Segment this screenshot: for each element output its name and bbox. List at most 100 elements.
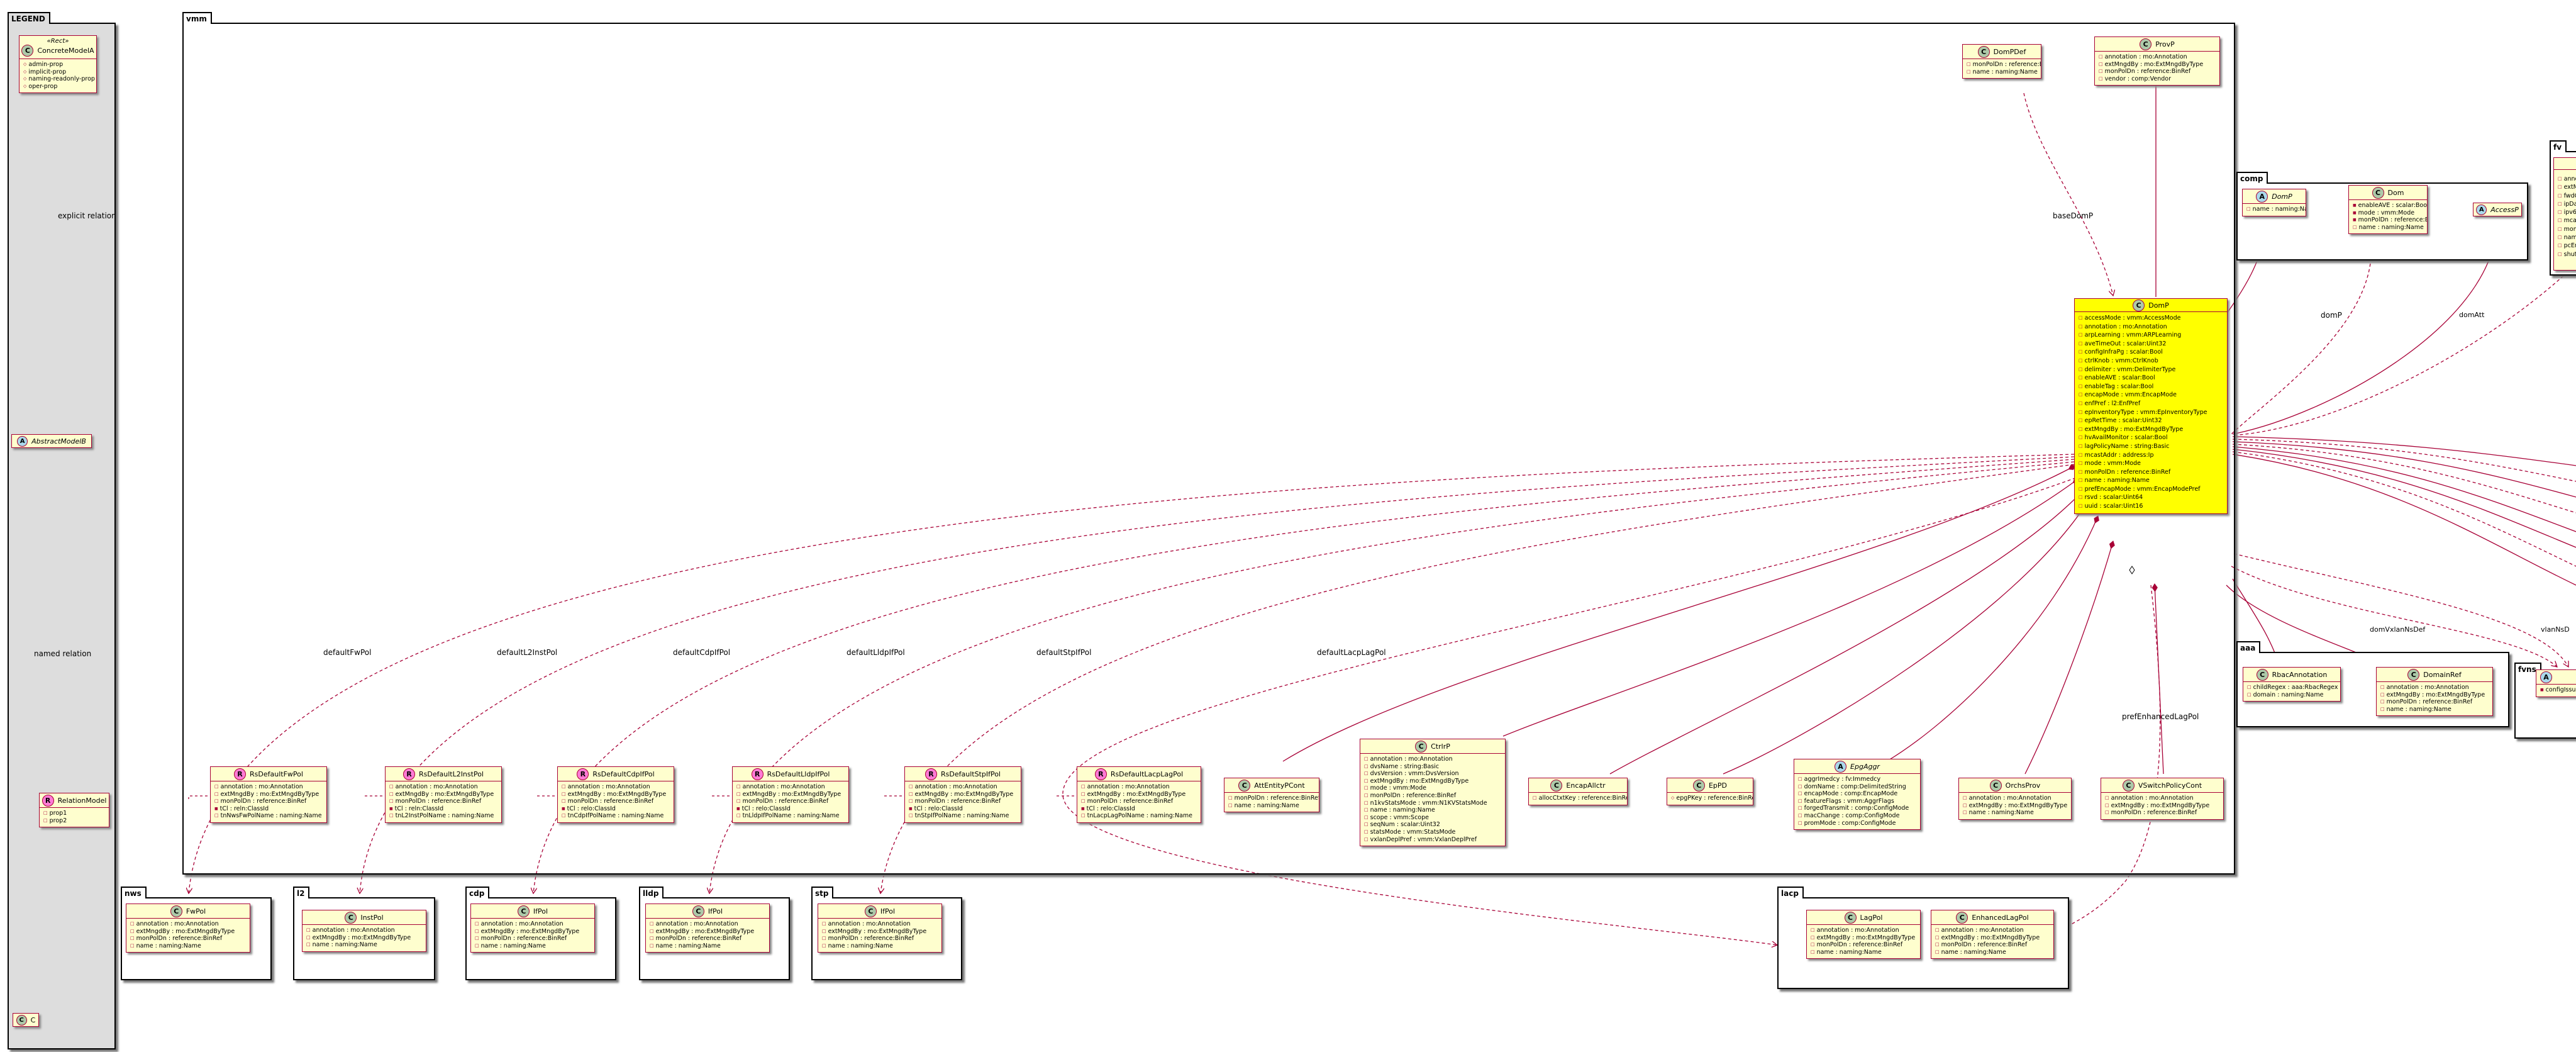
class-attributes: name : naming:Name [2243, 204, 2306, 216]
class-badge-icon: C [170, 905, 182, 917]
defaultstpifpol-label: defaultStpIfPol [1036, 648, 1092, 657]
defaultlldpifpol-label: defaultLldpIfPol [847, 648, 905, 657]
attr: name : naming:Name [2246, 206, 2306, 213]
prefenhancedlagpol-label: prefEnhancedLagPol [2122, 712, 2199, 721]
defaultfwpol-label: defaultFwPol [323, 648, 372, 657]
class-badge-icon: C [2372, 186, 2384, 199]
class-provp[interactable]: C ProvP annotation : mo:Annotation extMn… [2094, 36, 2220, 86]
class-badge-icon: C [517, 905, 530, 917]
attr: annotation : mo:Annotation [2099, 53, 2217, 61]
class-fvns-partial[interactable]: A configIssues [2536, 669, 2576, 697]
attr: monPolDn : reference:BinRef [1228, 795, 1319, 802]
attr: extMngdBy : mo:ExtMngdByType [1811, 934, 1918, 942]
class-vmm-domp[interactable]: C DomP accessMode : vmm:AccessMode annot… [2074, 298, 2228, 514]
attr: forgedTransmit : comp:ConfigMode [1798, 805, 1918, 812]
attr: seqNum : scalar:Uint32 [1364, 821, 1502, 829]
class-ctrlr-p[interactable]: C CtrlrP annotation : mo:Annotation dvsN… [1360, 739, 1506, 847]
class-name: DomP [2148, 301, 2169, 310]
attr: statsMode : vmm:StatsMode [1364, 829, 1502, 836]
class-cdp-if-pol[interactable]: C IfPol annotation : mo:Annotation extMn… [470, 904, 595, 953]
class-relation-model[interactable]: R RelationModel prop1 prop2 [39, 793, 109, 828]
class-name: EncapAllctr [1566, 781, 1606, 790]
class-orchs-prov[interactable]: C OrchsProv annotation : mo:Annotation e… [1958, 778, 2072, 820]
class-attributes: annotation : mo:Annotation extMngdBy : m… [2377, 682, 2492, 715]
class-name: LagPol [1860, 913, 1883, 922]
vmm-package-title: vmm [182, 12, 212, 24]
attr: annotation : mo:Annotation [475, 920, 592, 928]
class-attributes: epgPKey : reference:BinRef [1667, 793, 1753, 805]
vlannsdef-line [2233, 553, 2568, 667]
attr: tCl : reln:ClassId [389, 805, 499, 813]
attr: name : naming:Name [2380, 706, 2490, 713]
attr: monPolDn : reference:BinRef [130, 935, 247, 943]
attr: monPolDn : reference:BinRef [475, 935, 592, 943]
attr: tCl : relo:ClassId [909, 805, 1018, 813]
fvns-package-title: fvns [2514, 663, 2541, 674]
class-badge-icon: C [1844, 911, 1857, 924]
class-dompdef[interactable]: C DomPDef monPolDn : reference:BinRef na… [1962, 44, 2041, 79]
class-abstract-model-b[interactable]: A AbstractModelB [11, 434, 92, 448]
class-rs-default-fw-pol[interactable]: R RsDefaultFwPol annotation : mo:Annotat… [210, 766, 327, 823]
attr: extMngdBy : mo:ExtMngdByType [1364, 778, 1502, 785]
class-rbac-annotation[interactable]: C RbacAnnotation childRegex : aaa:RbacRe… [2243, 667, 2341, 702]
class-enhanced-lag-pol[interactable]: C EnhancedLagPol annotation : mo:Annotat… [1931, 910, 2054, 960]
class-badge-icon: C [1692, 779, 1705, 792]
class-name: VSwitchPolicyCont [2138, 781, 2202, 790]
class-accessp[interactable]: A AccessP [2473, 203, 2522, 216]
class-encap-allctr[interactable]: C EncapAllctr allocCtxtKey : reference:B… [1528, 778, 1628, 805]
named-relation-label: named relation [34, 649, 92, 658]
lldp-package-title: lldp [639, 887, 664, 898]
class-epg-aggr[interactable]: A EpgAggr aggrImedcy : fv:Immedcy domNam… [1794, 759, 1921, 831]
attr: extMngdBy : mo:ExtMngdByType [214, 791, 324, 798]
class-comp-dom[interactable]: C Dom enableAVE : scalar:Bool mode : vmm… [2348, 185, 2428, 235]
class-att-entity-p-cont[interactable]: C AttEntityPCont monPolDn : reference:Bi… [1224, 778, 1319, 813]
class-stp-if-pol[interactable]: C IfPol annotation : mo:Annotation extMn… [818, 904, 942, 953]
class-concrete-model-a[interactable]: «Rect» C ConcreteModelA admin-prop impli… [19, 35, 97, 94]
class-ep-pd[interactable]: C EpPD epgPKey : reference:BinRef [1667, 778, 1753, 805]
class-domain-ref[interactable]: C DomainRef annotation : mo:Annotation e… [2376, 667, 2493, 717]
class-name: DomPDef [1993, 47, 2026, 56]
class-name: EnhancedLagPol [1972, 913, 2029, 922]
class-name: ConcreteModelA [37, 47, 94, 55]
attr: monPolDn : reference:BinRef [2353, 216, 2427, 224]
class-badge-icon: C [2140, 38, 2152, 50]
attr: monPolDn : reference:BinRef [822, 935, 939, 943]
class-rs-default-lacp-lag-pol[interactable]: R RsDefaultLacpLagPol annotation : mo:An… [1077, 766, 1201, 823]
class-attributes: prop1 prop2 [40, 808, 109, 827]
class-badge-icon: A [17, 435, 28, 447]
attr: arpLearning : vmm:ARPLearning [2079, 331, 2224, 340]
attr: shutdown [2558, 250, 2576, 259]
attr: name : naming:Name [1364, 807, 1502, 814]
class-badge-icon: C [2122, 779, 2135, 792]
class-fv-partial[interactable]: annotation extMngdBy fwdCtrl ipDataPlane… [2553, 157, 2576, 271]
class-lag-pol[interactable]: C LagPol annotation : mo:Annotation extM… [1806, 910, 1921, 960]
attr: extMngdBy : mo:ExtMngdByType [389, 791, 499, 798]
class-rs-default-cdp-if-pol[interactable]: R RsDefaultCdpIfPol annotation : mo:Anno… [557, 766, 674, 823]
class-rs-default-lldp-if-pol[interactable]: R RsDefaultLldpIfPol annotation : mo:Ann… [732, 766, 849, 823]
class-badge-icon: C [864, 905, 877, 917]
class-badge-icon: C [21, 45, 34, 57]
class-badge-icon: A [1835, 760, 1847, 773]
class-rs-default-l2-inst-pol[interactable]: R RsDefaultL2InstPol annotation : mo:Ann… [385, 766, 502, 823]
class-badge-icon: C [1550, 779, 1563, 792]
legend-package-title: LEGEND [8, 12, 50, 24]
class-badge-icon: C [2133, 299, 2145, 311]
attr: extMngdBy : mo:ExtMngdByType [130, 928, 247, 936]
class-name: CtrlrP [1431, 742, 1450, 751]
class-badge-icon: A [2476, 204, 2487, 215]
class-comp-domp[interactable]: A DomP name : naming:Name [2242, 189, 2306, 216]
class-name: AccessP [2490, 205, 2519, 214]
attr: monPolDn : reference:BinRef [389, 798, 499, 805]
class-fw-pol[interactable]: C FwPol annotation : mo:Annotation extMn… [126, 904, 250, 953]
class-lldp-if-pol[interactable]: C IfPol annotation : mo:Annotation extMn… [645, 904, 770, 953]
attr: epInventoryType : vmm:EpInventoryType [2079, 408, 2224, 417]
class-badge-icon: C [1956, 911, 1968, 924]
attr: name : naming:Name [1967, 69, 2038, 76]
class-rs-default-stp-if-pol[interactable]: R RsDefaultStpIfPol annotation : mo:Anno… [904, 766, 1021, 823]
class-name: OrchsProv [2005, 781, 2041, 790]
class-legend-c[interactable]: C C [13, 1013, 39, 1027]
attr: domName : comp:DelimitedString [1798, 783, 1918, 791]
attr: macChange : comp:ConfigMode [1798, 812, 1918, 820]
class-vswitch-policy-cont[interactable]: C VSwitchPolicyCont annotation : mo:Anno… [2101, 778, 2224, 820]
class-inst-pol[interactable]: C InstPol annotation : mo:Annotation ext… [302, 910, 426, 952]
